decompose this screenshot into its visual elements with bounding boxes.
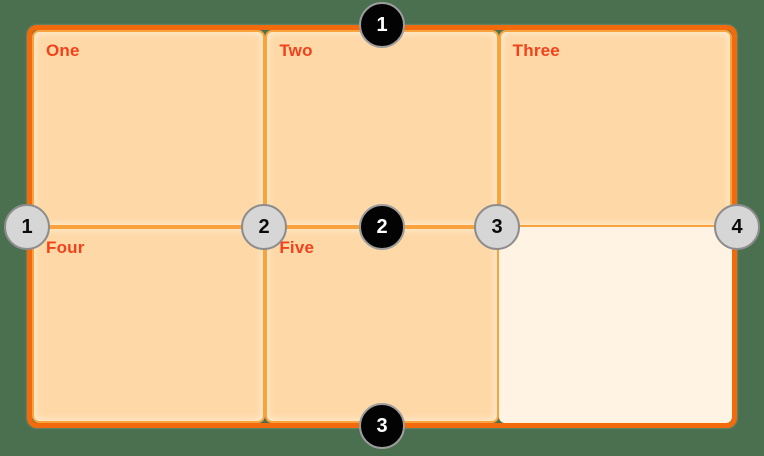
column-line-badge-2-number: 2 [258, 215, 270, 238]
column-line-badge-4-number: 4 [731, 215, 743, 238]
cell-label-three: Three [512, 41, 560, 60]
grid-cell-three: Three [498, 30, 732, 227]
grid-cell-five: Five [265, 226, 499, 423]
row-line-badge-3: 3 [359, 403, 405, 449]
row-line-badge-1: 1 [359, 2, 405, 48]
cell-label-two: Two [279, 41, 313, 60]
cell-label-five: Five [279, 237, 315, 257]
column-line-badge-3-number: 3 [491, 215, 503, 238]
grid-cell-two: Two [265, 30, 499, 227]
row-line-badge-3-number: 3 [376, 414, 388, 437]
cell-label-four: Four [46, 237, 85, 257]
column-line-badge-4: 4 [714, 204, 760, 250]
grid-cell-empty [498, 226, 732, 423]
column-line-badge-1-number: 1 [21, 215, 33, 238]
grid-cell-four: Four [32, 226, 266, 423]
row-line-badge-2: 2 [359, 204, 405, 250]
column-line-badge-1: 1 [4, 204, 50, 250]
row-line-badge-2-number: 2 [376, 215, 388, 238]
cell-label-one: One [46, 41, 80, 60]
column-line-badge-2: 2 [241, 204, 287, 250]
row-line-badge-1-number: 1 [376, 13, 388, 36]
column-line-badge-3: 3 [474, 204, 520, 250]
grid-cell-one: One [32, 30, 266, 227]
